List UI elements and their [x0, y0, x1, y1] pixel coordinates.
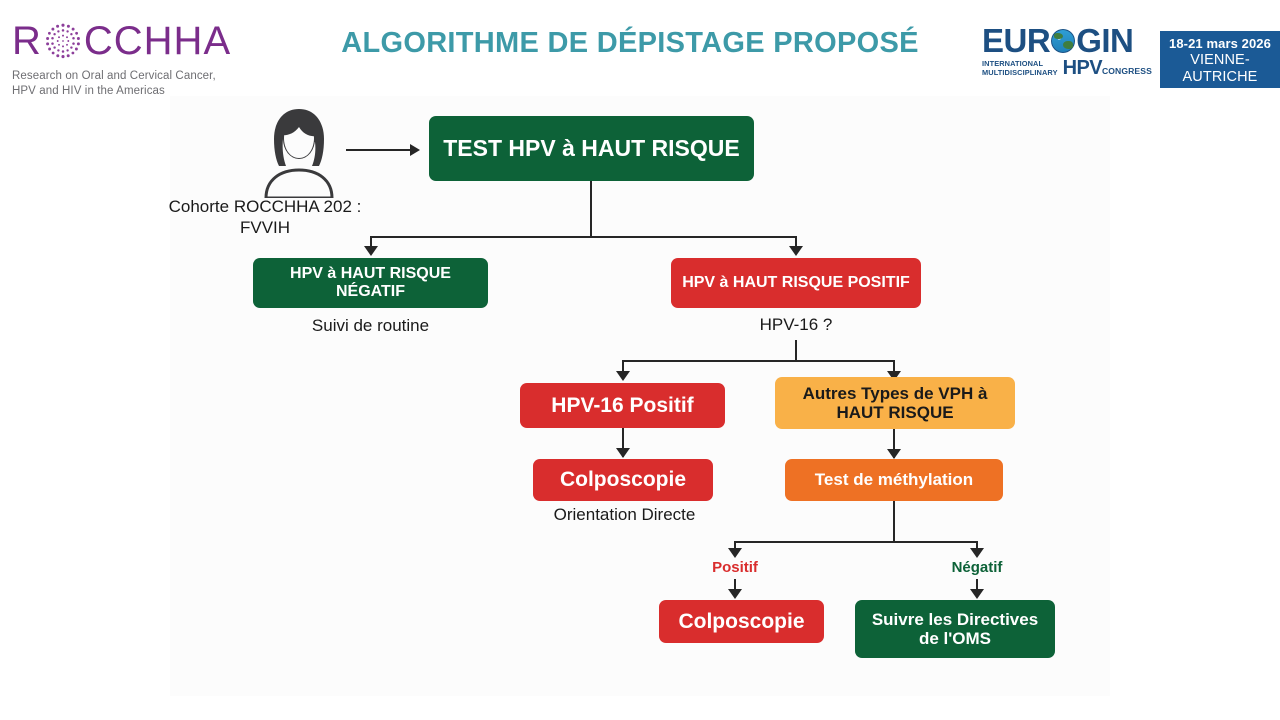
slide-header: R [0, 0, 1280, 104]
connector-positif-to-colposcopie [734, 579, 736, 597]
arrowhead-hpv16-to-colposcopie [616, 448, 630, 458]
node-test-de-methylation[interactable]: Test de méthylation [785, 459, 1003, 501]
eurogin-word-post: GIN [1076, 22, 1134, 59]
arrowhead-to-negatif-label [970, 548, 984, 558]
cohort-caption: Cohorte ROCCHHA 202 : FVVIH [168, 197, 362, 238]
connector-hpv16-stem [795, 340, 797, 362]
rocchha-word-pre: R [12, 19, 42, 63]
node-autres-types-vph[interactable]: Autres Types de VPH à HAUT RISQUE [775, 377, 1015, 429]
eurogin-subtitle: INTERNATIONAL MULTIDISCIPLINARY HPV CONG… [982, 57, 1162, 79]
globe-icon [1051, 29, 1076, 53]
label-hpv16-question: HPV-16 ? [759, 315, 833, 334]
connector-to-other-types [893, 360, 895, 379]
arrowhead-other-to-methylation [887, 449, 901, 459]
rocchha-word-post: CCHHA [83, 19, 232, 63]
rocchha-wordmark: R [12, 18, 262, 64]
congress-badge-dates: 18-21 mars 2026 [1169, 36, 1271, 51]
rocchha-dotted-o-icon [43, 21, 83, 61]
connector-to-hpv16-positive [622, 360, 624, 379]
node-suivre-directives-oms[interactable]: Suivre les Directives de l'OMS [855, 600, 1055, 658]
arrowhead-positif-to-colposcopie [728, 589, 742, 599]
flowchart-canvas: Cohorte ROCCHHA 202 : FVVIH TEST HPV à H… [169, 96, 1110, 696]
connector-negatif-to-oms [976, 579, 978, 597]
arrowhead-negatif-to-oms [970, 589, 984, 599]
arrowhead-to-positive [789, 246, 803, 256]
connector-test-stem [590, 181, 592, 237]
node-colposcopie-directe[interactable]: Colposcopie [533, 459, 713, 501]
connector-methylation-split-bar [734, 541, 977, 543]
congress-date-badge: 18-21 mars 2026 VIENNE-AUTRICHE [1160, 31, 1280, 88]
eurogin-sub-line2: MULTIDISCIPLINARY [982, 68, 1058, 77]
connector-other-to-methylation [893, 429, 895, 458]
page-title: ALGORITHME DE DÉPISTAGE PROPOSÉ [341, 27, 919, 59]
label-suivi-de-routine: Suivi de routine [311, 316, 430, 335]
node-test-hpv-haut-risque[interactable]: TEST HPV à HAUT RISQUE [429, 116, 754, 181]
label-methylation-negatif: Négatif [951, 559, 1003, 576]
connector-to-positive [795, 236, 797, 254]
congress-badge-city: VIENNE-AUTRICHE [1182, 52, 1258, 85]
eurogin-word-pre: EUR [982, 22, 1051, 59]
label-methylation-positif: Positif [712, 559, 758, 576]
eurogin-wordmark: EUR GIN [982, 24, 1162, 58]
connector-hpv16-split-bar [622, 360, 895, 362]
eurogin-logo: EUR GIN INTERNATIONAL MULTIDISCIPLINARY … [982, 24, 1162, 79]
connector-hpv16-to-colposcopie [622, 428, 624, 457]
arrowhead-avatar-to-test [410, 144, 420, 156]
connector-methylation-stem [893, 501, 895, 543]
node-hpv-haut-risque-positif[interactable]: HPV à HAUT RISQUE POSITIF [671, 258, 921, 308]
eurogin-congress-text: CONGRESS [1101, 66, 1152, 76]
rocchha-logo: R [12, 18, 262, 99]
connector-avatar-to-test [346, 149, 410, 151]
eurogin-sub-line1: INTERNATIONAL [982, 59, 1044, 68]
arrowhead-to-positif-label [728, 548, 742, 558]
woman-avatar-icon [256, 106, 342, 200]
node-hpv-haut-risque-negatif[interactable]: HPV à HAUT RISQUE NÉGATIF [253, 258, 488, 308]
rocchha-tagline-line1: Research on Oral and Cervical Cancer, [12, 70, 216, 82]
arrowhead-to-negative [364, 246, 378, 256]
node-colposcopie-finale[interactable]: Colposcopie [659, 600, 824, 643]
node-hpv16-positif[interactable]: HPV-16 Positif [520, 383, 725, 428]
eurogin-hpv-text: HPV [1062, 57, 1103, 79]
arrowhead-to-other-types [887, 371, 901, 381]
connector-test-split-bar [370, 236, 796, 238]
label-orientation-directe: Orientation Directe [553, 505, 696, 524]
connector-to-negative [370, 236, 372, 254]
rocchha-tagline-line2: HPV and HIV in the Americas [12, 85, 165, 97]
arrowhead-to-hpv16-positive [616, 371, 630, 381]
